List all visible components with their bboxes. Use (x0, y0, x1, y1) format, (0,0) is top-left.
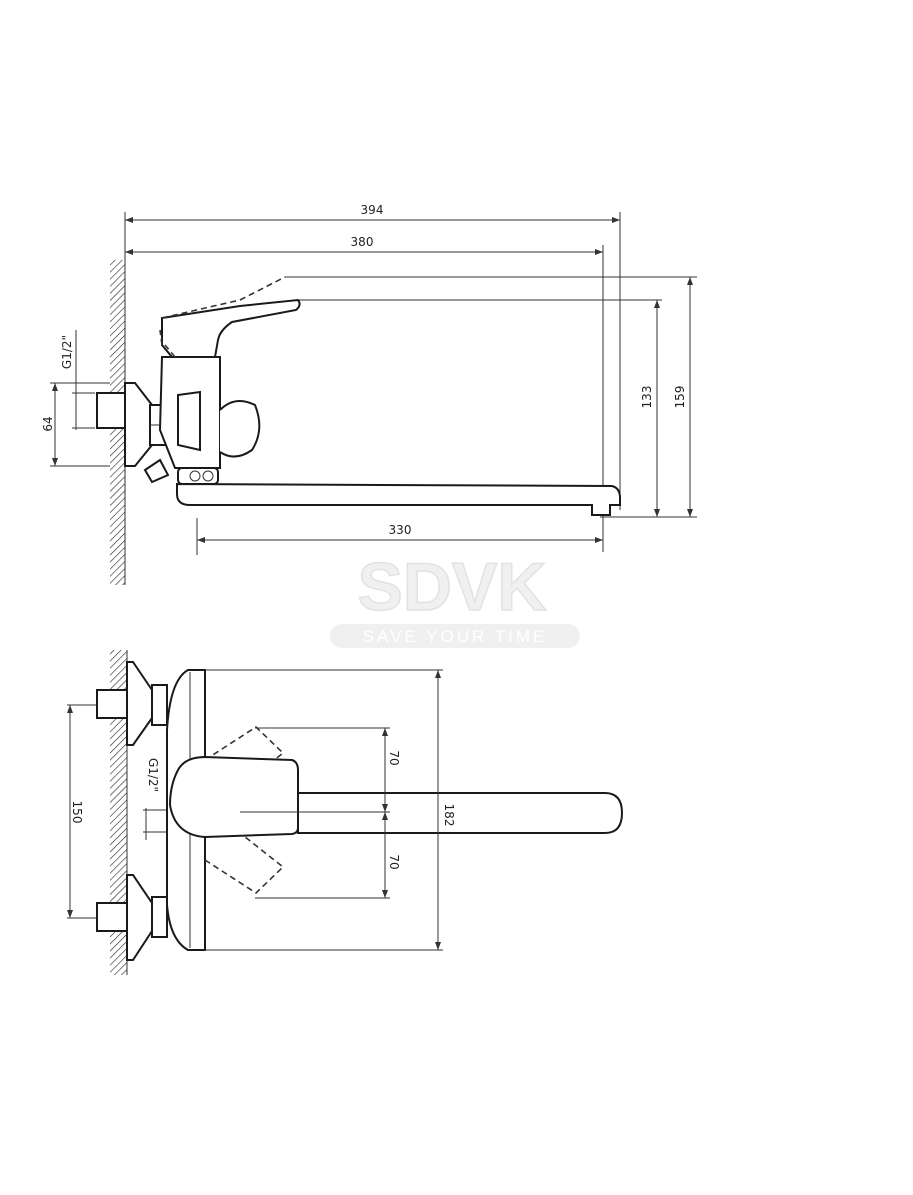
lever-handle (161, 298, 301, 358)
diverter-knob (219, 400, 261, 458)
svg-text:380: 380 (351, 235, 374, 249)
svg-text:182: 182 (442, 804, 456, 827)
dimension-159: 159 (285, 276, 697, 518)
dimension-64: 64 (41, 382, 110, 467)
thread-label-side: G1/2" (60, 330, 95, 430)
svg-text:70: 70 (387, 854, 401, 869)
spout-swivel (177, 467, 219, 485)
dimension-70-up: 70 (240, 727, 401, 813)
side-view: 394 380 159 133 330 (41, 203, 697, 585)
svg-text:150: 150 (70, 801, 84, 824)
flange (124, 382, 153, 467)
dimension-182: 182 (205, 669, 456, 951)
lever-top (168, 755, 299, 839)
inlet-bottom (96, 874, 168, 961)
thread-label-top: G1/2" (143, 758, 167, 840)
dimension-150: 150 (67, 704, 97, 919)
svg-text:330: 330 (389, 523, 412, 537)
watermark-logo: SDVK SAVE YOUR TIME (330, 548, 580, 648)
svg-text:133: 133 (640, 386, 654, 409)
svg-text:64: 64 (41, 416, 55, 431)
svg-text:G1/2": G1/2" (146, 758, 160, 792)
svg-text:SDVK: SDVK (358, 549, 547, 625)
inlet-top (96, 661, 168, 746)
svg-text:159: 159 (673, 386, 687, 409)
svg-text:G1/2": G1/2" (60, 335, 74, 369)
dimension-330: 330 (196, 518, 603, 555)
lever-raised-outline (159, 276, 286, 358)
wall-hatch-top (110, 650, 127, 975)
top-view: 182 70 70 150 G1/2" (67, 650, 624, 975)
spout (176, 482, 621, 516)
dimension-70-down: 70 (255, 812, 401, 899)
eccentric-pipe (96, 392, 126, 429)
svg-text:70: 70 (387, 750, 401, 765)
svg-text:SAVE YOUR TIME: SAVE YOUR TIME (363, 627, 548, 646)
dimension-133: 133 (298, 299, 662, 517)
svg-text:394: 394 (361, 203, 384, 217)
spout-top (297, 792, 624, 834)
